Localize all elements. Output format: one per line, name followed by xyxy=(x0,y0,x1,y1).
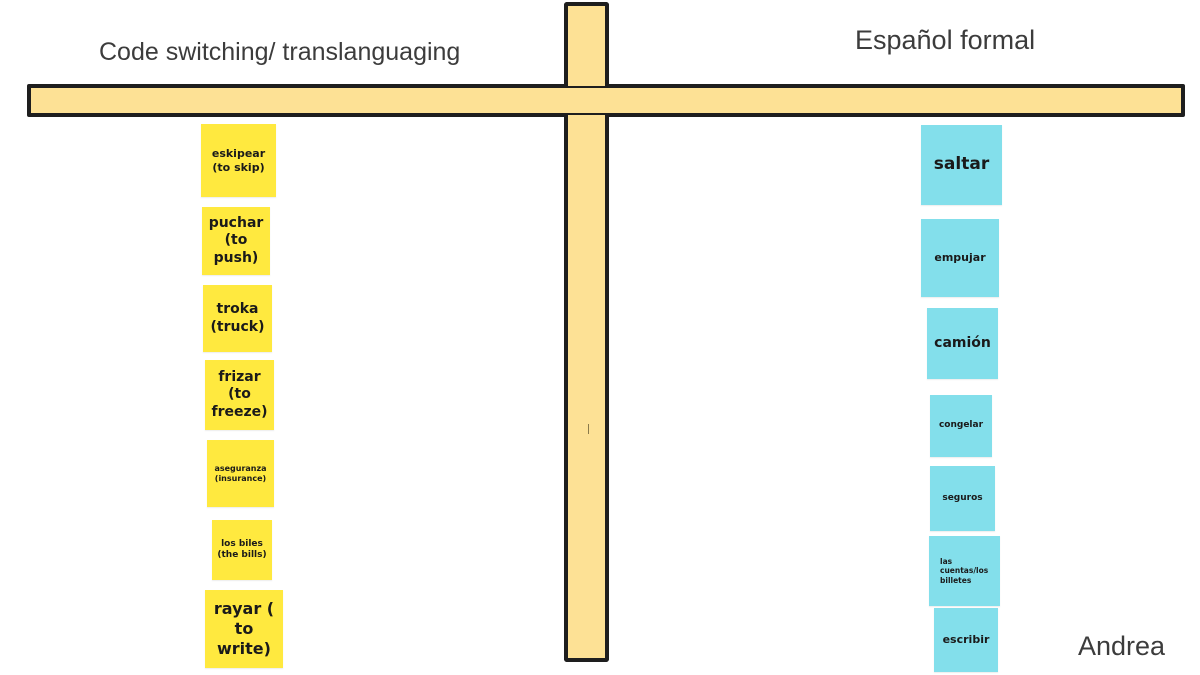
sticky-note-puchar[interactable]: puchar (to push) xyxy=(202,207,270,275)
sticky-note-seguros[interactable]: seguros xyxy=(930,466,995,531)
sticky-note-text: eskipear (to skip) xyxy=(211,146,266,174)
sticky-note-escribir[interactable]: escribir xyxy=(934,608,998,672)
sticky-note-text: troka (truck) xyxy=(210,301,265,335)
sticky-note-text: los biles (the bills) xyxy=(217,538,267,560)
sticky-note-text: empujar xyxy=(934,251,986,265)
t-chart-horizontal-bar xyxy=(27,84,1185,117)
t-chart-vertical-bar-top xyxy=(564,2,609,86)
sticky-note-rayar[interactable]: rayar ( to write) xyxy=(205,590,283,668)
sticky-note-text: las cuentas/los billetes xyxy=(940,556,989,585)
author-label: Andrea xyxy=(1078,631,1166,661)
sticky-note-frizar[interactable]: frizar (to freeze) xyxy=(205,360,274,430)
bar-mark xyxy=(588,424,589,434)
sticky-note-text: rayar ( to write) xyxy=(213,599,275,658)
sticky-note-text: aseguranza (insurance) xyxy=(214,463,267,483)
left-column-heading: Code switching/ translanguaging xyxy=(99,38,461,66)
sticky-note-los-biles[interactable]: los biles (the bills) xyxy=(212,520,272,580)
sticky-note-las-cuentas[interactable]: las cuentas/los billetes xyxy=(929,536,1000,606)
sticky-note-aseguranza[interactable]: aseguranza (insurance) xyxy=(207,440,274,507)
t-chart-vertical-bar-bottom xyxy=(564,115,609,662)
sticky-note-text: camión xyxy=(934,334,991,351)
sticky-note-text: frizar (to freeze) xyxy=(211,368,268,420)
sticky-note-congelar[interactable]: congelar xyxy=(930,395,992,457)
sticky-note-troka[interactable]: troka (truck) xyxy=(203,285,272,352)
sticky-note-text: saltar xyxy=(933,154,990,175)
sticky-note-empujar[interactable]: empujar xyxy=(921,219,999,297)
sticky-note-eskipear[interactable]: eskipear (to skip) xyxy=(201,124,276,197)
sticky-note-text: escribir xyxy=(942,633,990,647)
sticky-note-text: congelar xyxy=(938,420,984,431)
sticky-note-camion[interactable]: camión xyxy=(927,308,998,379)
right-column-heading: Español formal xyxy=(855,25,1036,55)
sticky-note-text: seguros xyxy=(942,492,983,503)
sticky-note-saltar[interactable]: saltar xyxy=(921,125,1002,205)
sticky-note-text: puchar (to push) xyxy=(208,214,264,266)
